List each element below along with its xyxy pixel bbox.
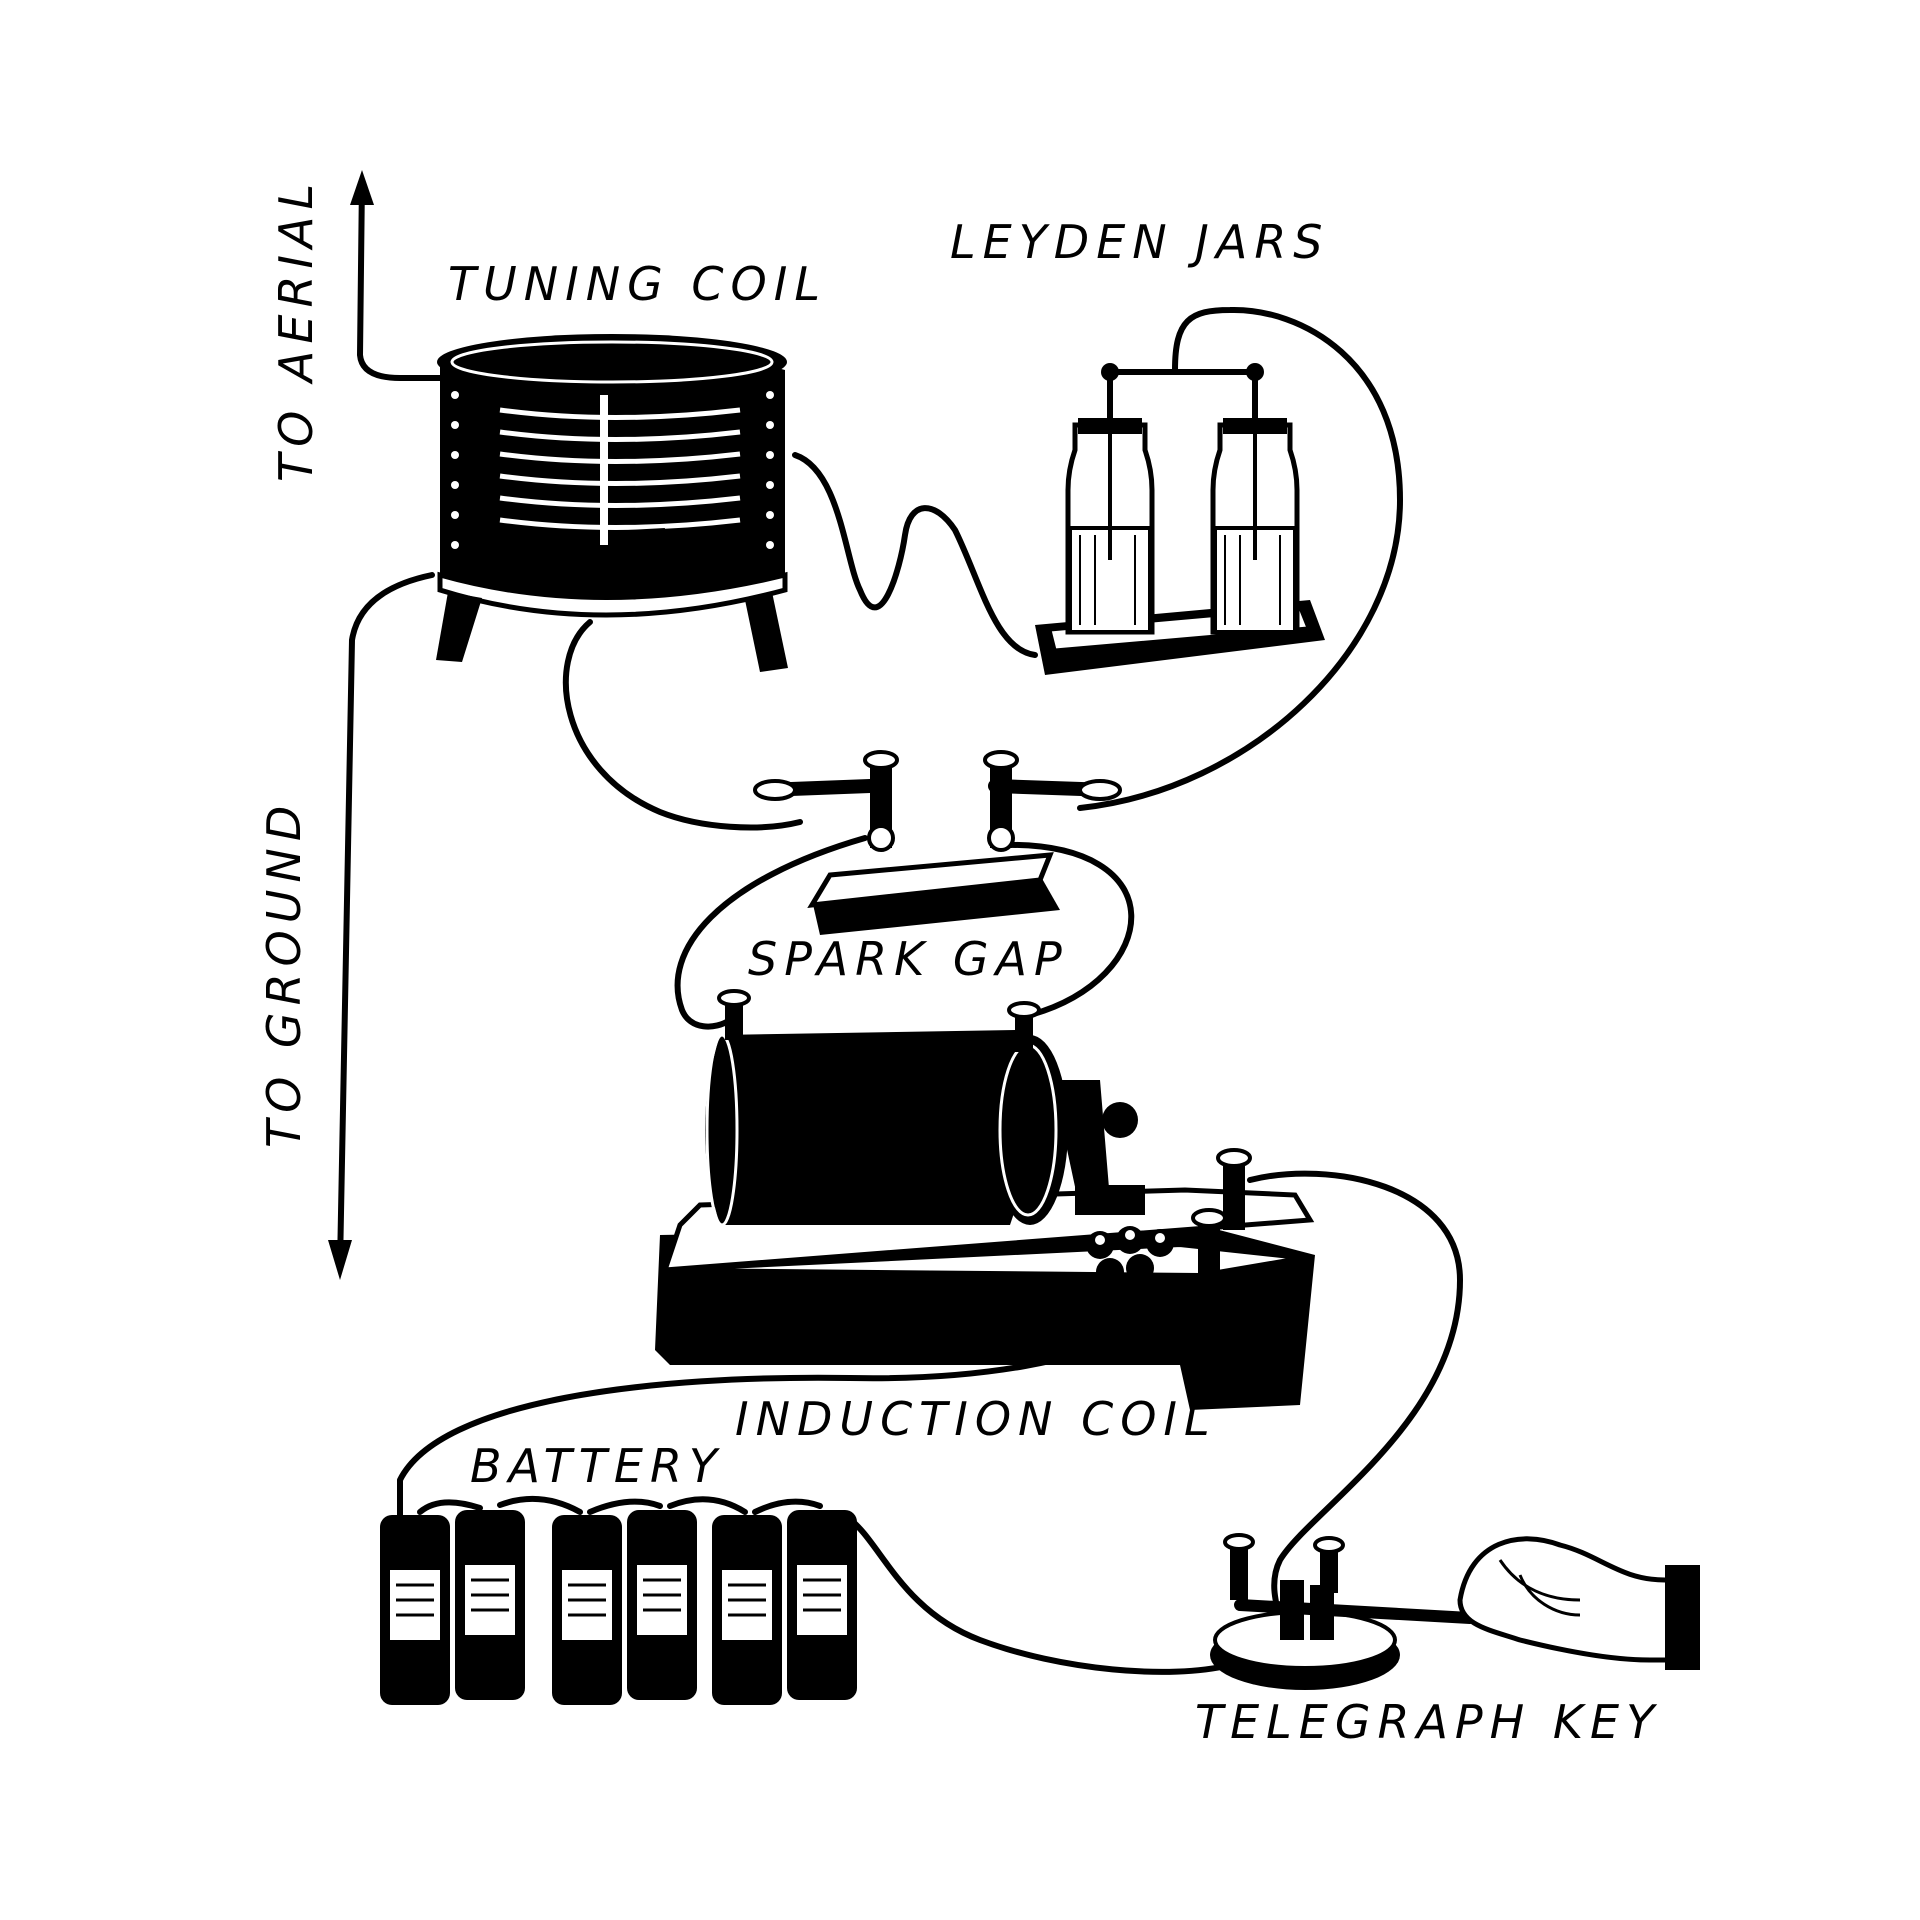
leyden-jars	[1035, 363, 1325, 675]
battery-cell	[455, 1510, 525, 1700]
battery-cell	[380, 1515, 450, 1705]
battery-cell	[712, 1515, 782, 1705]
leyden-jars-label: LEYDEN JARS	[950, 215, 1330, 269]
battery-cell	[552, 1515, 622, 1705]
induction-coil-label: INDUCTION COIL	[735, 1392, 1217, 1446]
tuning-coil-label: TUNING COIL	[448, 257, 827, 311]
hand-icon	[1457, 1536, 1700, 1670]
to-aerial-label: TO AERIAL	[269, 177, 323, 482]
aerial-arrow	[350, 170, 443, 381]
spark-gap-label: SPARK GAP	[748, 932, 1069, 986]
battery	[380, 1495, 857, 1705]
battery-label: BATTERY	[470, 1439, 724, 1493]
telegraph-key-label: TELEGRAPH KEY	[1195, 1695, 1661, 1749]
spark-gap	[753, 750, 1122, 935]
induction-coil	[655, 989, 1315, 1410]
battery-cell	[627, 1510, 697, 1700]
ground-arrow	[328, 572, 435, 1280]
telegraph-key	[1210, 1533, 1700, 1690]
battery-cell	[787, 1510, 857, 1700]
to-ground-label: TO GROUND	[257, 799, 311, 1148]
tuning-coil	[436, 334, 788, 672]
